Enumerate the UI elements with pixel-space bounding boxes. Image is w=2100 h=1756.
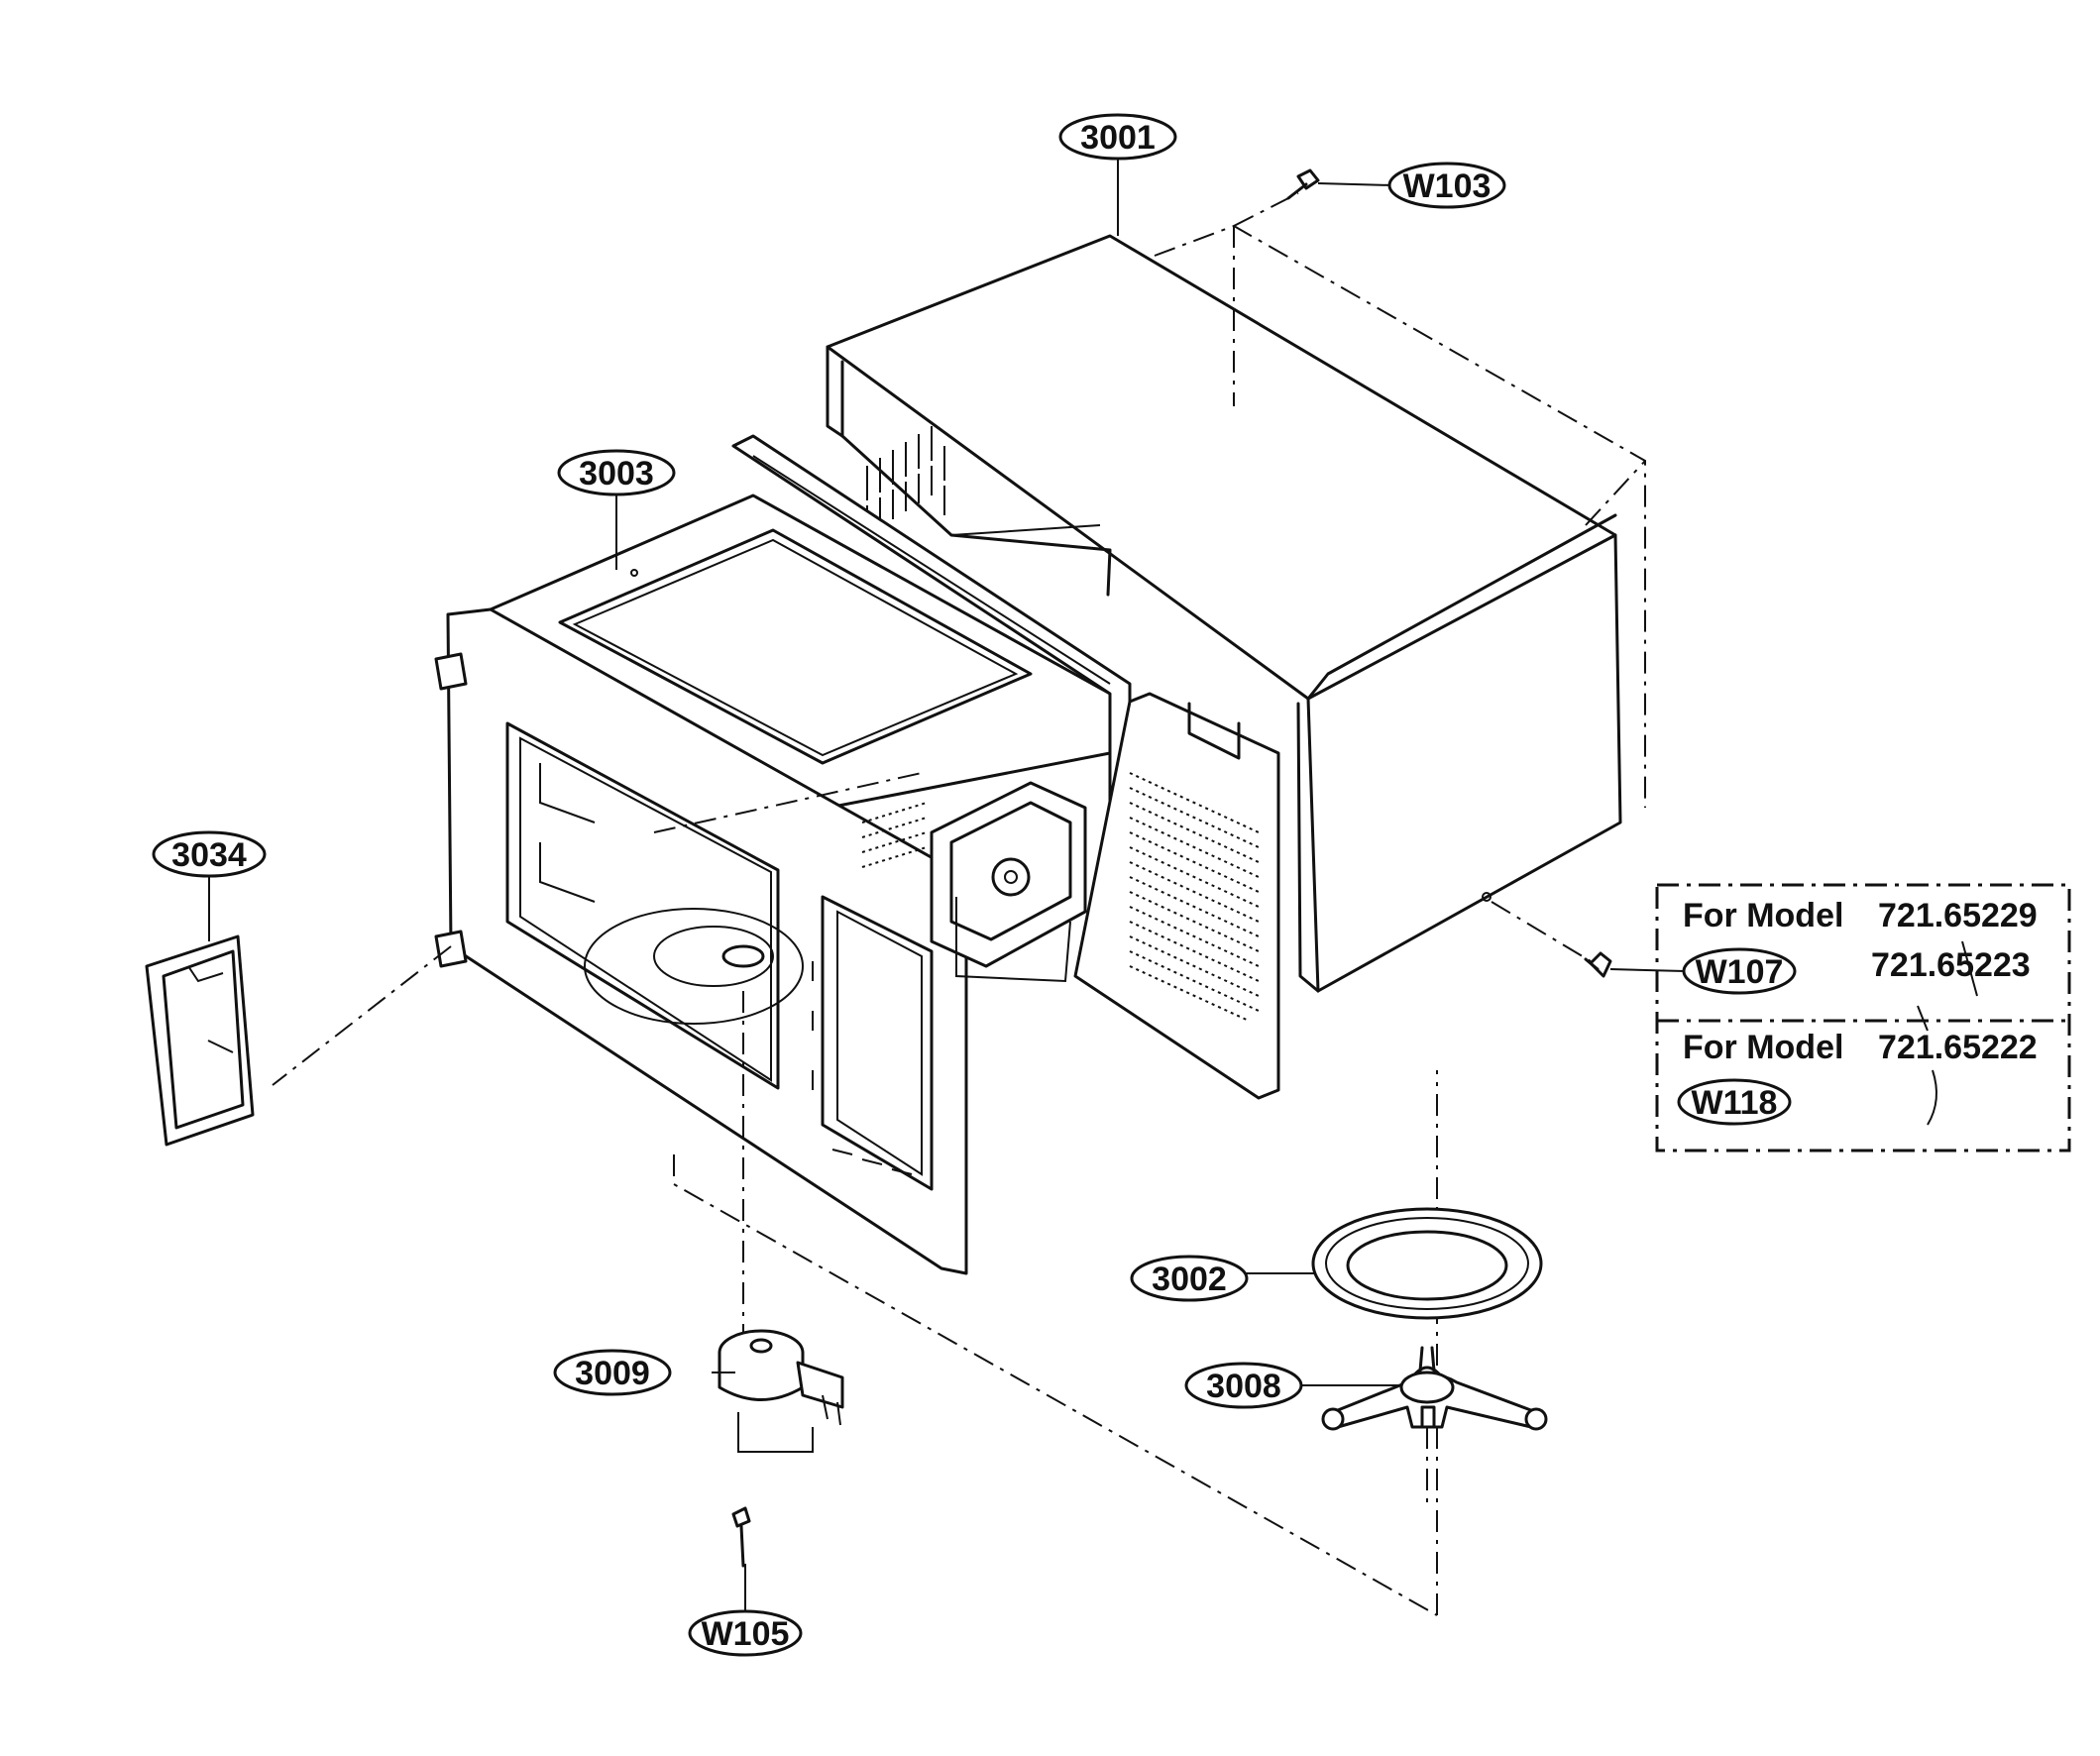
label-w103-text: W103	[1403, 167, 1492, 205]
screw-w105	[731, 1506, 751, 1568]
label-3001: 3001	[1058, 113, 1177, 161]
model-box-row2-model: 721.65222	[1878, 1029, 2038, 1066]
label-3002-text: 3002	[1152, 1261, 1227, 1298]
model-box-row1-model-b: 721.65223	[1871, 946, 2031, 984]
label-3001-text: 3001	[1080, 119, 1156, 157]
model-box-row2-label: For Model	[1683, 1029, 1843, 1066]
label-3009: 3009	[553, 1349, 672, 1396]
screw-w107	[1584, 951, 1612, 978]
magnetron-bracket	[861, 781, 1087, 983]
glass-tray	[1311, 1207, 1543, 1320]
label-3009-text: 3009	[575, 1355, 650, 1392]
label-w103: W103	[1387, 162, 1506, 209]
label-3003-text: 3003	[579, 455, 654, 493]
back-plate	[1073, 692, 1280, 1100]
roller-ring	[1321, 1346, 1548, 1506]
oven-cavity-frame	[434, 434, 1132, 1275]
label-w105-text: W105	[702, 1615, 790, 1653]
door-seal-part	[145, 934, 255, 1147]
label-3002: 3002	[1130, 1255, 1249, 1302]
label-3034-text: 3034	[171, 836, 247, 874]
label-w105: W105	[688, 1609, 803, 1657]
model-applicability-box: For Model 721.65229 721.65223 W107 For M…	[1655, 883, 2071, 1152]
turntable-motor	[718, 1329, 844, 1453]
model-box-row1-label: For Model	[1683, 897, 1843, 934]
model-box-row1-model-a: 721.65229	[1878, 897, 2038, 934]
screw-w103	[1286, 168, 1320, 200]
cavity-guide-lines	[272, 772, 1438, 1616]
label-3008: 3008	[1184, 1362, 1303, 1409]
label-3008-text: 3008	[1206, 1368, 1281, 1405]
label-3034: 3034	[152, 830, 267, 878]
cabinet-guide-lines	[1154, 192, 1646, 962]
label-w118-text: W118	[1692, 1084, 1778, 1122]
back-plate-perforations	[1129, 772, 1260, 1022]
label-w107-text: W107	[1696, 953, 1784, 991]
label-3003: 3003	[557, 449, 676, 496]
